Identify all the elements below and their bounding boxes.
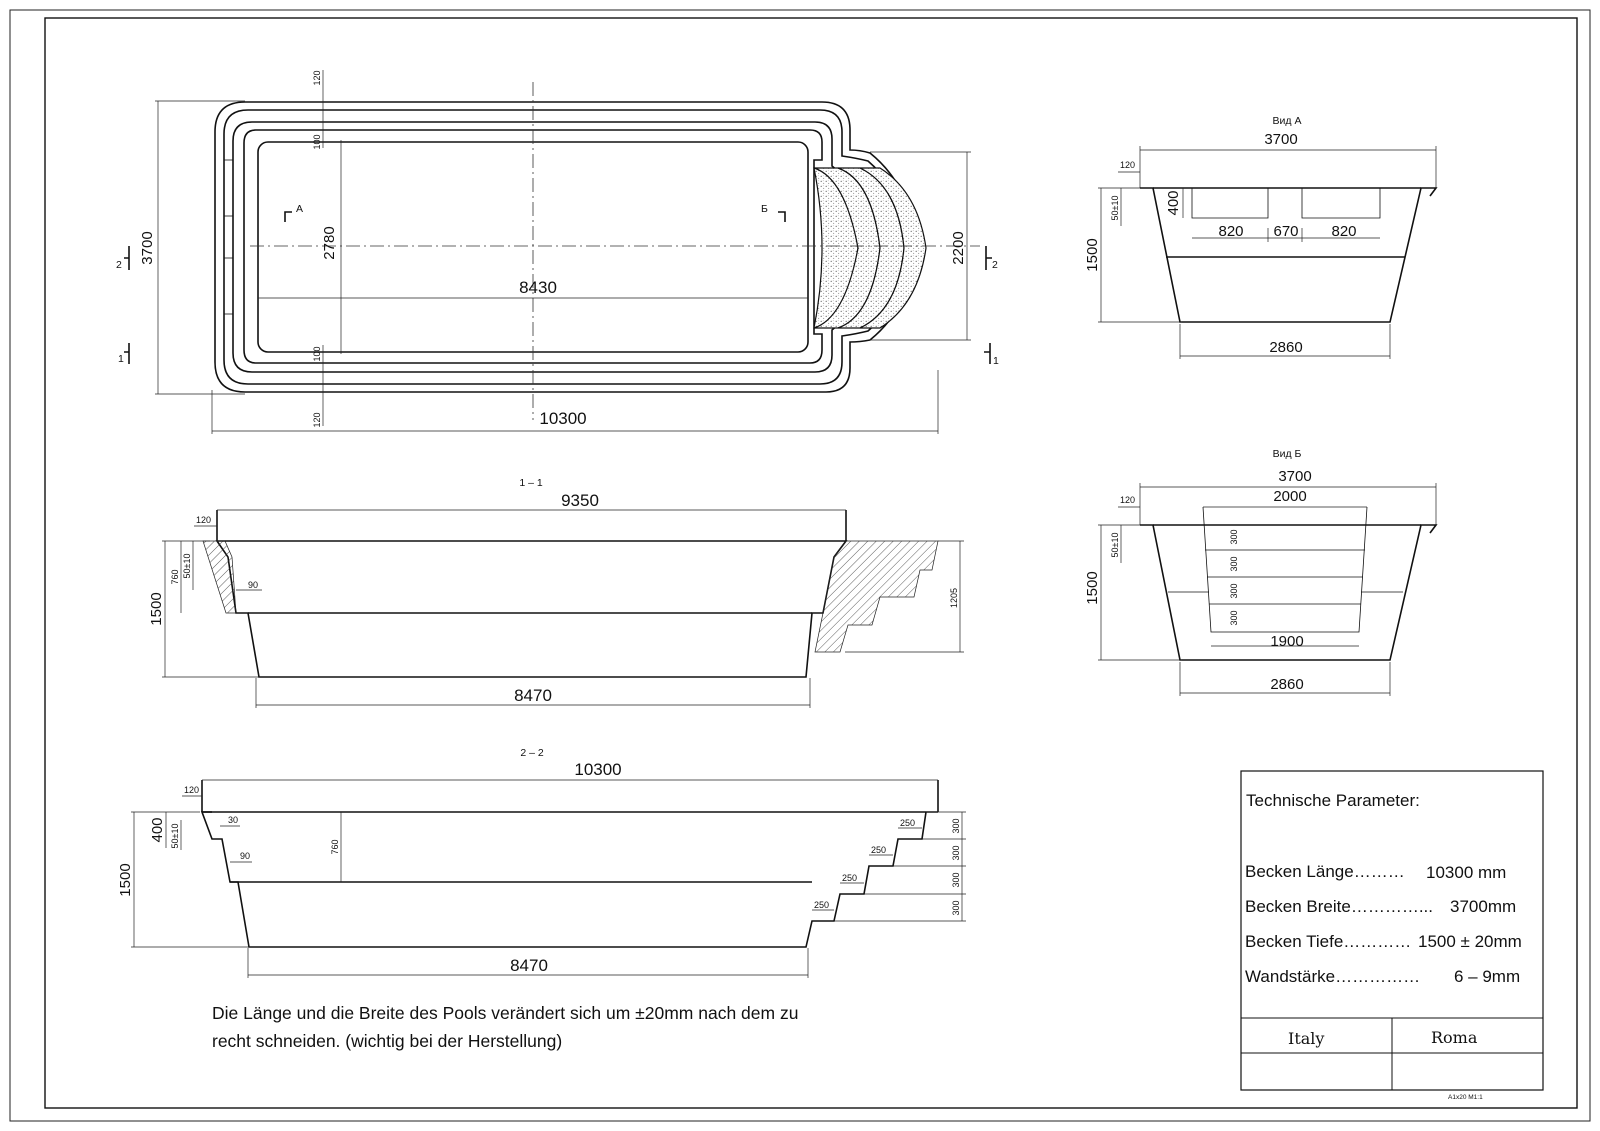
plan-step-width: 2200 — [950, 231, 967, 264]
view-a-window-height: 400 — [1165, 190, 1182, 215]
view-a-rim: 120 — [1120, 160, 1135, 170]
section2-rise-2: 300 — [951, 845, 961, 860]
param-wall-value: 6 – 9mm — [1454, 967, 1520, 986]
plan-offset-bottom: 100 — [312, 346, 322, 361]
param-depth-value: 1500 ± 20mm — [1418, 932, 1522, 951]
view-a-tolerance: 50±10 — [1110, 196, 1120, 221]
section2-rise-1: 300 — [951, 818, 961, 833]
view-b-step-bottom: 1900 — [1270, 633, 1303, 650]
plan-cut1-left: 1 — [118, 353, 124, 365]
view-b: Вид Б 3700 2000 300 300 300 300 1900 150… — [1084, 448, 1438, 696]
plan-total-length: 10300 — [539, 409, 586, 428]
param-length-value: 10300 mm — [1426, 863, 1506, 882]
section-2-2: 2 – 2 10300 8470 1500 120 400 50±10 30 9… — [117, 747, 966, 978]
view-b-rim: 120 — [1120, 495, 1135, 505]
plan-rim-bottom: 120 — [312, 412, 322, 427]
plan-cut2-right: 2 — [992, 259, 998, 271]
view-a-bottom-width: 2860 — [1269, 339, 1302, 356]
plan-view: 3700 2780 8430 10300 2200 120 100 100 12… — [116, 70, 999, 434]
outer-border — [9, 9, 1591, 1122]
param-width-value: 3700mm — [1450, 897, 1516, 916]
section2-tread-2: 250 — [871, 845, 886, 855]
note-line-1: Die Länge und die Breite des Pools verän… — [212, 1003, 798, 1023]
title-model: Roma — [1431, 1028, 1478, 1047]
view-b-rise-1: 300 — [1229, 529, 1239, 544]
view-b-depth: 1500 — [1084, 571, 1101, 604]
view-a-gap: 670 — [1273, 223, 1298, 240]
section2-tread-3: 250 — [842, 873, 857, 883]
view-a-title: Вид А — [1273, 115, 1302, 127]
section2-bottom-length: 8470 — [510, 956, 548, 975]
view-a-window-2: 820 — [1331, 223, 1356, 240]
plan-inner-width: 2780 — [321, 226, 338, 259]
section1-title: 1 – 1 — [519, 477, 543, 489]
plan-rim-top: 120 — [312, 70, 322, 85]
view-b-tolerance: 50±10 — [1110, 533, 1120, 558]
view-a-depth: 1500 — [1084, 238, 1101, 271]
param-depth-label: Becken Tiefe………… — [1245, 932, 1411, 951]
section2-depth: 1500 — [117, 863, 134, 896]
section2-rise-4: 300 — [951, 900, 961, 915]
view-b-title: Вид Б — [1273, 448, 1302, 460]
plan-cut1-right: 1 — [993, 355, 999, 367]
section1-top-length: 9350 — [561, 491, 599, 510]
section2-rim: 120 — [184, 785, 199, 795]
view-b-rise-2: 300 — [1229, 556, 1239, 571]
section1-bottom-length: 8470 — [514, 686, 552, 705]
note-line-2: recht schneiden. (wichtig bei der Herste… — [212, 1031, 562, 1051]
param-wall-label: Wandstärke…………… — [1245, 967, 1420, 986]
section1-tolerance: 50±10 — [182, 554, 192, 579]
section2-top-length: 10300 — [574, 760, 621, 779]
plan-cut2-left: 2 — [116, 259, 122, 271]
title-country: Italy — [1288, 1029, 1324, 1048]
section1-upper-depth: 760 — [170, 569, 180, 584]
view-b-step-top: 2000 — [1273, 488, 1306, 505]
view-a-top-width: 3700 — [1264, 131, 1297, 148]
section2-upper: 400 — [149, 817, 166, 842]
section2-ledge: 90 — [240, 851, 250, 861]
view-a-window-1: 820 — [1218, 223, 1243, 240]
title-scale: A1x20 M1:1 — [1448, 1094, 1483, 1101]
section2-ledge-top: 30 — [228, 815, 238, 825]
section1-step-depth: 1205 — [949, 588, 959, 608]
section-1-1: 1 – 1 9350 8470 1500 120 760 50±10 90 12… — [148, 477, 964, 708]
section1-rim: 120 — [196, 515, 211, 525]
title-block: Technische Parameter: Becken Länge……… 10… — [1240, 770, 1544, 1101]
frame-border — [44, 17, 1578, 1109]
plan-cut-b: Б — [761, 203, 768, 215]
param-width-label: Becken Breite…………... — [1245, 897, 1433, 916]
view-b-bottom-width: 2860 — [1270, 676, 1303, 693]
section2-tread-4: 250 — [814, 900, 829, 910]
section2-tolerance: 50±10 — [170, 824, 180, 849]
view-a: Вид А 3700 820 670 820 400 1500 120 50±1… — [1084, 115, 1438, 359]
section1-ledge: 90 — [248, 580, 258, 590]
plan-inner-length: 8430 — [519, 278, 557, 297]
view-b-top-width: 3700 — [1278, 468, 1311, 485]
param-length-label: Becken Länge……… — [1245, 862, 1405, 881]
plan-cut-a: A — [296, 203, 303, 215]
plan-total-width: 3700 — [139, 231, 156, 264]
section2-title: 2 – 2 — [520, 747, 544, 759]
section2-upper-depth: 760 — [330, 839, 340, 854]
view-b-rise-4: 300 — [1229, 610, 1239, 625]
section2-rise-3: 300 — [951, 872, 961, 887]
section2-tread-1: 250 — [900, 818, 915, 828]
section1-depth: 1500 — [148, 592, 165, 625]
tech-params-heading: Technische Parameter: — [1246, 791, 1420, 810]
view-b-rise-3: 300 — [1229, 583, 1239, 598]
plan-offset-top: 100 — [312, 134, 322, 149]
